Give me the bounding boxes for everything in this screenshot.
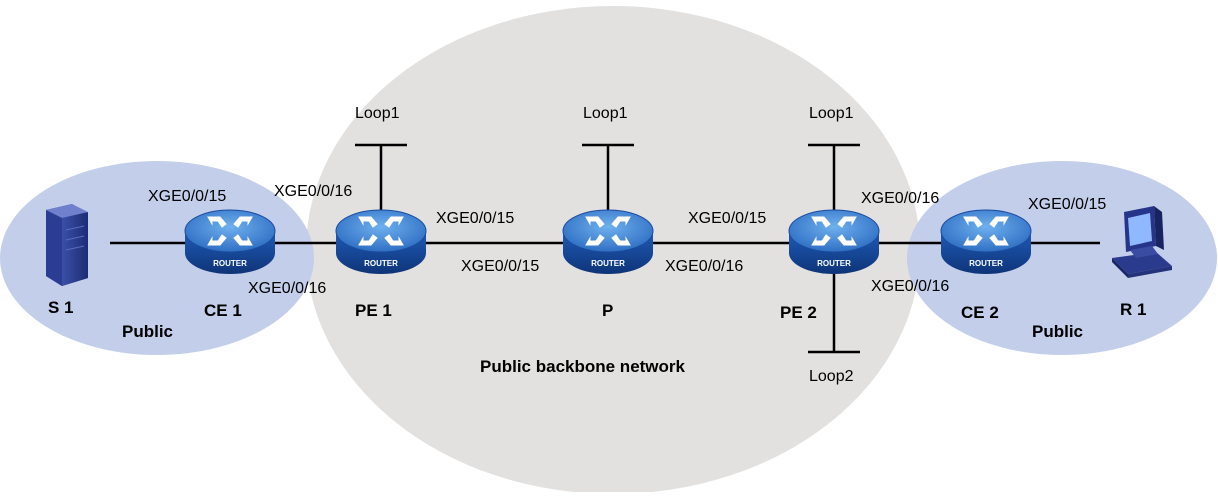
port-label-p-right: XGE0/0/16 xyxy=(665,258,744,275)
port-label-ce2-right: XGE0/0/15 xyxy=(1028,196,1107,213)
port-label-p-left: XGE0/0/15 xyxy=(461,258,540,275)
router-badge-ce2: ROUTER xyxy=(969,259,1003,268)
node-label-pe2: PE 2 xyxy=(780,303,817,322)
pc-icon xyxy=(1112,206,1172,278)
node-label-ce1: CE 1 xyxy=(204,301,242,320)
port-label-pe2-left: XGE0/0/15 xyxy=(688,210,767,227)
loopback-label-pe2-top: Loop1 xyxy=(809,105,854,122)
router-badge-p: ROUTER xyxy=(591,259,625,268)
port-label-pe1-left: XGE0/0/16 xyxy=(274,183,353,200)
port-label-ce2-left: XGE0/0/16 xyxy=(861,190,940,207)
port-label-ce1-right: XGE0/0/16 xyxy=(248,280,327,297)
router-badge-ce1: ROUTER xyxy=(213,259,247,268)
zone-label-left: Public xyxy=(122,322,174,341)
loopback-stubs xyxy=(355,143,860,354)
zone-label-backbone: Public backbone network xyxy=(480,357,685,376)
server-icon xyxy=(46,204,88,286)
loopback-label-pe2-bottom: Loop2 xyxy=(809,368,854,385)
loopback-label-p: Loop1 xyxy=(583,105,628,122)
router-badges: ROUTER ROUTER ROUTER ROUTER ROUTER xyxy=(213,259,1003,268)
router-badge-pe1: ROUTER xyxy=(364,259,398,268)
node-label-pe1: PE 1 xyxy=(355,301,392,320)
port-label-pe1-right: XGE0/0/15 xyxy=(436,210,515,227)
port-label-ce1-left: XGE0/0/15 xyxy=(148,188,227,205)
node-label-ce2: CE 2 xyxy=(961,303,999,322)
node-label-r1: R 1 xyxy=(1120,300,1147,319)
node-label-s1: S 1 xyxy=(48,298,74,317)
node-label-p: P xyxy=(602,301,614,320)
loopback-label-pe1: Loop1 xyxy=(355,105,400,122)
zone-label-right: Public xyxy=(1032,322,1084,341)
port-label-pe2-right: XGE0/0/16 xyxy=(871,278,950,295)
router-badge-pe2: ROUTER xyxy=(817,259,851,268)
